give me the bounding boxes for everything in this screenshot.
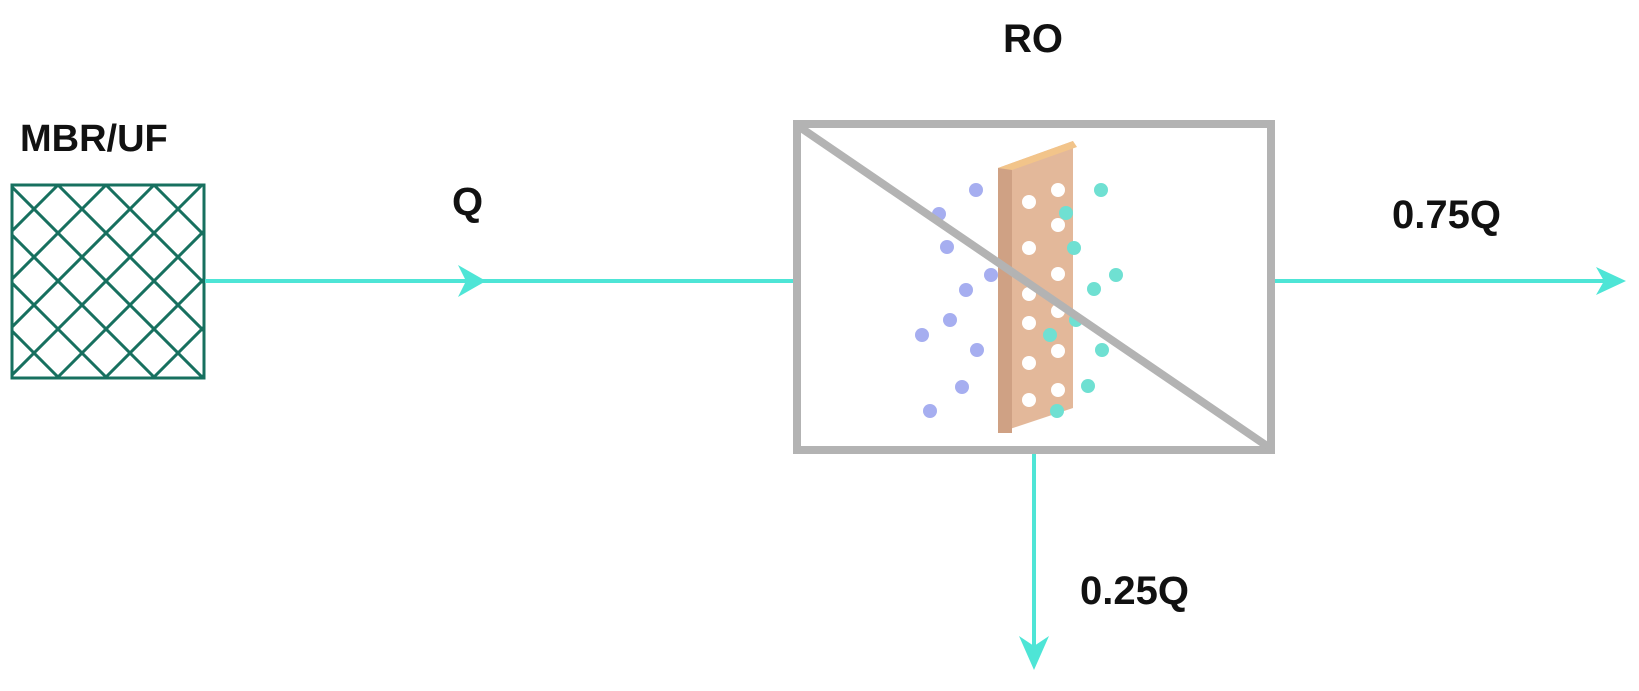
ro-vessel (793, 120, 1275, 454)
crosshatch-filter-icon (10, 183, 206, 380)
mbr-uf-label: MBR/UF (20, 118, 168, 160)
feed-arrow-icon (458, 265, 486, 297)
permeate-flow-line (1275, 267, 1626, 295)
ro-label: RO (1003, 17, 1063, 61)
permeate-arrow-icon (1596, 267, 1626, 295)
concentrate-flow-label: 0.25Q (1080, 569, 1189, 613)
concentrate-arrow-icon (1019, 636, 1049, 670)
concentrate-flow-line (1019, 454, 1049, 670)
permeate-flow-label: 0.75Q (1392, 193, 1501, 237)
feed-flow-line (205, 265, 795, 297)
feed-flow-label: Q (452, 180, 483, 224)
